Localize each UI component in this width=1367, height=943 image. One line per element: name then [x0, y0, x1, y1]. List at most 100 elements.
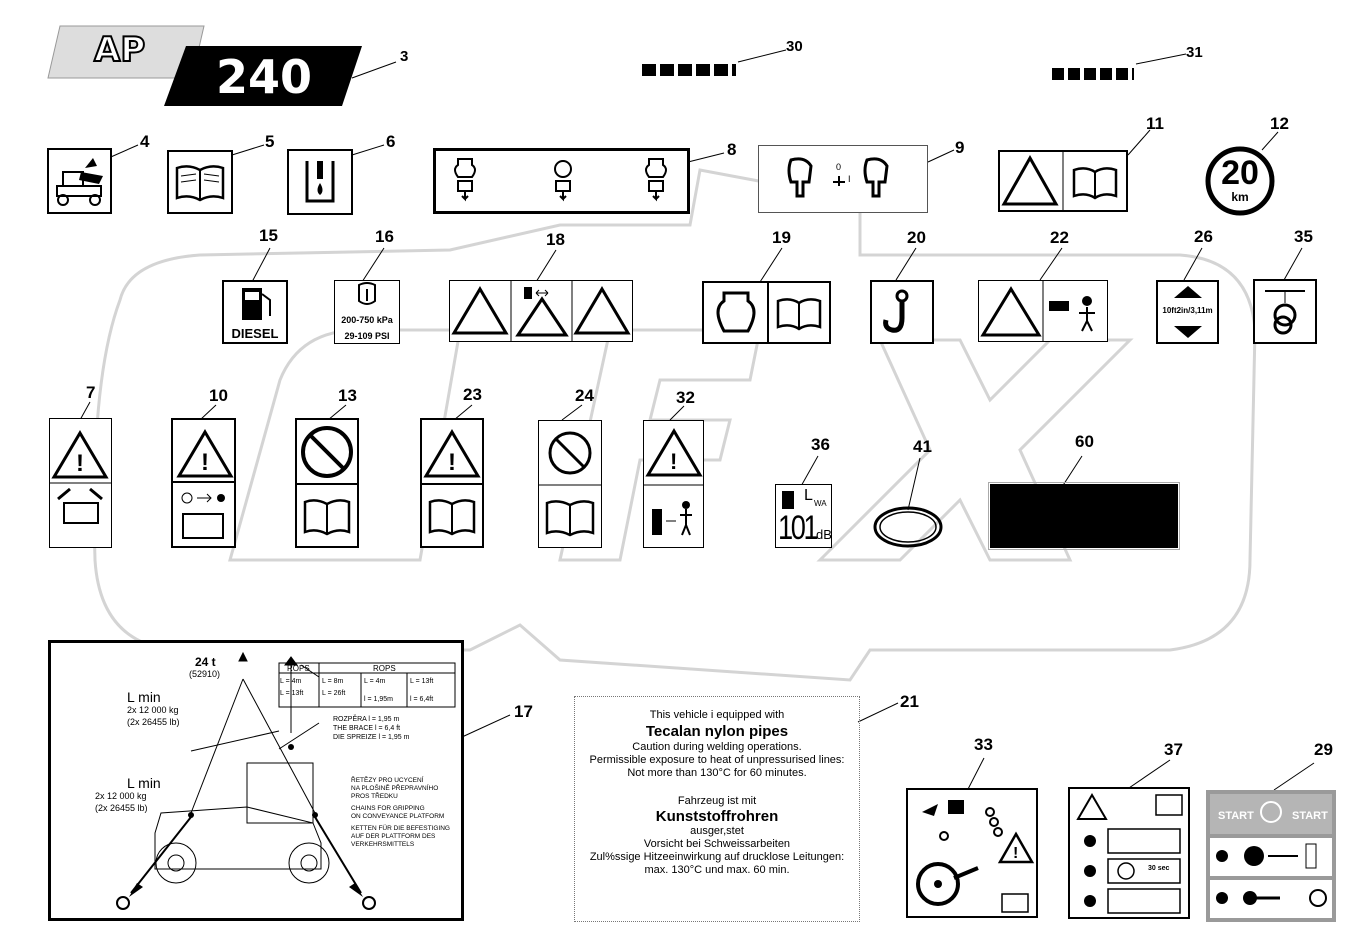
note-l9: Vorsicht bei Schweissarbeiten [643, 838, 791, 850]
decal-30-strip [642, 64, 736, 76]
svg-text:!: ! [76, 450, 84, 477]
noise-unit: dB [816, 527, 832, 542]
note-l2: Tecalan nylon pipes [645, 723, 789, 740]
decal-32-distance: ! [643, 420, 704, 548]
callout-5: 5 [265, 132, 275, 151]
callout-16: 16 [375, 227, 394, 246]
lift-chains: ŘETĚZY PRO UCYCENÍ NA PLOŠINĚ PŘEPRAVNÍH… [351, 777, 450, 849]
note-l6: Fahrzeug ist mit [677, 795, 757, 807]
callout-24: 24 [575, 386, 594, 405]
callout-6: 6 [386, 132, 396, 151]
noise-l: L [804, 487, 813, 504]
cell-3: L = 26ft [322, 690, 346, 697]
logo-model: 240 [164, 46, 362, 108]
pressure-psi: 29-109 PSI [344, 331, 390, 341]
decal-22-warning [978, 280, 1108, 342]
decal-16-pressure: 200-750 kPa 29-109 PSI [334, 280, 400, 344]
lift-kg-top: 2x 12 000 kg [127, 705, 179, 715]
callout-3: 3 [400, 48, 409, 65]
lift-kg-bot: 2x 12 000 kg [95, 791, 147, 801]
callout-35: 35 [1294, 227, 1313, 246]
start-sec: 30 sec [1148, 865, 1170, 872]
callout-33: 33 [974, 735, 993, 754]
lift-lb-bot: (2x 26455 lb) [95, 803, 148, 813]
cell-2: L = 8m [322, 678, 344, 685]
callout-4: 4 [140, 132, 150, 151]
chain-5: KETTEN FÜR DIE BEFESTIGING [351, 825, 450, 832]
note-l1: This vehicle i equipped with [649, 709, 785, 721]
decal-13-no-step [295, 418, 359, 548]
callout-23: 23 [463, 385, 482, 404]
callout-41: 41 [913, 437, 932, 456]
callout-12: 12 [1270, 114, 1289, 133]
callout-22: 22 [1050, 228, 1069, 247]
decal-17-lifting: 24 t (52910) L min 2x 12 000 kg (2x 2645… [48, 640, 464, 921]
decal-20-hook [870, 280, 934, 344]
speed-value: 20 [1221, 154, 1259, 192]
callout-29: 29 [1314, 740, 1333, 759]
svg-text:!: ! [1013, 845, 1018, 862]
callout-26: 26 [1194, 227, 1213, 246]
decal-7-warning: ! [49, 418, 112, 548]
decal-24-no-wash [538, 420, 602, 548]
decal-31-strip [1052, 68, 1134, 80]
lift-frops: ROPS [373, 664, 396, 673]
decal-60-black [988, 482, 1180, 550]
callout-11: 11 [1146, 114, 1164, 133]
decal-37-start: 30 sec [1068, 787, 1190, 919]
note-l11: max. 130°C und max. 60 min. [644, 864, 790, 876]
note-l4: Permissible exposure to heat of unpressu… [589, 754, 845, 766]
callout-19: 19 [772, 228, 791, 247]
decal-23-warning-manual: ! [420, 418, 484, 548]
callout-13: 13 [338, 386, 357, 405]
decal-19-engine-manual [702, 281, 831, 344]
callout-8: 8 [727, 140, 737, 159]
decal-4-tilt [47, 148, 112, 214]
note-l5: Not more than 130°C for 60 minutes. [627, 767, 807, 779]
chain-0: ŘETĚZY PRO UCYCENÍ [351, 777, 424, 784]
lift-weight-lb: (52910) [189, 669, 221, 679]
svg-text:!: ! [670, 449, 677, 474]
decal-33-steering: ! [906, 788, 1038, 918]
decal-18-warnings [449, 280, 633, 342]
note-l3: Caution during welding operations. [632, 741, 802, 753]
callout-10: 10 [209, 386, 228, 405]
logo-ap: AP [46, 24, 206, 80]
chain-4: ON CONVEYANCE PLATFORM [351, 813, 445, 820]
callout-7: 7 [86, 383, 96, 402]
cell-6: L = 13ft [410, 678, 434, 685]
note-l10: Zul%ssige Hitzeeinwirkung auf drucklose … [589, 851, 845, 863]
note-l8: ausger,stet [690, 825, 744, 837]
decal-5-manual [167, 150, 233, 214]
decal-29-ignition: START START [1206, 790, 1336, 922]
decal-15-diesel: DIESEL [222, 280, 288, 344]
callout-21: 21 [900, 692, 919, 711]
chain-6: AUF DER PLATTFORM DES [351, 833, 436, 840]
cell-0: L = 4m [280, 678, 302, 685]
callout-17: 17 [514, 702, 533, 721]
decal-41-ring [872, 505, 944, 549]
start-right: START [1292, 810, 1328, 822]
svg-text:!: ! [448, 449, 456, 476]
callout-18: 18 [546, 230, 565, 249]
callout-37: 37 [1164, 740, 1183, 759]
diesel-text: DIESEL [231, 326, 279, 341]
chain-1: NA PLOŠINĚ PŘEPRAVNÍHO [351, 785, 439, 792]
callout-32: 32 [676, 388, 695, 407]
chain-2: PROS TŘEDKU [351, 793, 398, 800]
pressure-kpa: 200-750 kPa [341, 315, 393, 325]
callout-20: 20 [907, 228, 926, 247]
brace-1: THE BRACE l = 6,4 ft [333, 725, 401, 732]
lift-lmin-bot: L min [127, 775, 161, 791]
chain-7: VERKEHRSMITTELS [351, 841, 415, 848]
cell-7: l = 6,4ft [410, 696, 434, 703]
cell-4: L = 4m [364, 678, 386, 685]
lift-rops: ROPS [287, 664, 310, 673]
noise-wa: WA [814, 499, 827, 508]
decal-11-warning [998, 150, 1128, 212]
lift-weight: 24 t [195, 655, 216, 669]
switch-zero: 0 [836, 162, 842, 172]
height-text: 10ft2in/3,11m [1162, 306, 1213, 315]
chain-3: CHAINS FOR GRIPPING [351, 805, 425, 812]
decal-12-speed: 20 km [1205, 146, 1275, 216]
